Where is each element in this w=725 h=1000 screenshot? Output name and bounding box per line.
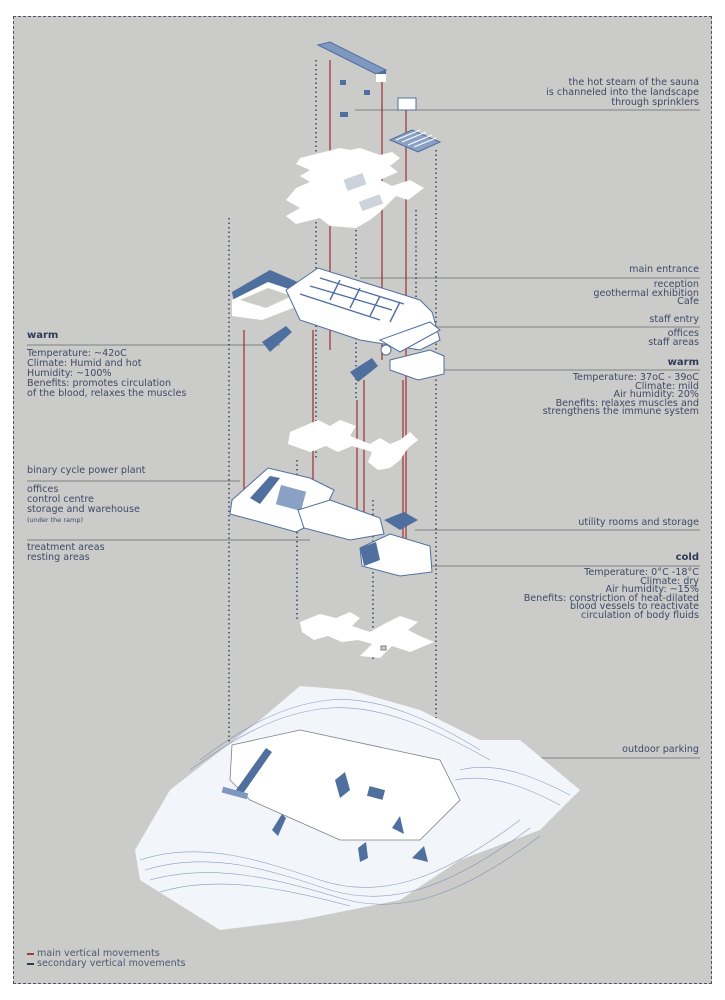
- label-reception: reception geothermal exhibition Cafe: [593, 279, 699, 307]
- label-heading: cold: [675, 552, 699, 563]
- label-parking: outdoor parking: [622, 745, 699, 755]
- label-treatment: treatment areas resting areas: [27, 543, 105, 563]
- label-line: Temperature: ~42oC: [27, 348, 127, 359]
- label-line: blood vessels to reactivate: [570, 601, 699, 612]
- label-line: Humidity: ~100%: [27, 368, 112, 379]
- legend-item-main: main vertical movements: [27, 949, 185, 959]
- label-line: Temperature: 37oC - 39oC: [572, 372, 699, 383]
- label-line: Climate: mild: [635, 380, 699, 392]
- label-line: outdoor parking: [622, 744, 699, 755]
- label-line: staff areas: [648, 336, 699, 348]
- label-line: offices: [667, 328, 699, 339]
- ground-floor: [232, 267, 445, 382]
- label-line: Benefits: promotes circulation: [27, 378, 172, 389]
- label-line: offices: [27, 484, 59, 495]
- label-line: storage and warehouse: [27, 504, 140, 515]
- label-line: staff entry: [649, 314, 699, 325]
- label-utility: utility rooms and storage: [578, 518, 699, 528]
- dark-line-swatch-icon: [27, 963, 34, 965]
- label-offices-staff: offices staff areas: [648, 328, 699, 348]
- label-heading: warm: [667, 357, 699, 368]
- roof-plate: [286, 148, 424, 228]
- label-line: utility rooms and storage: [578, 517, 699, 528]
- label-line: resting areas: [27, 552, 90, 563]
- label-line: Climate: dry: [640, 575, 699, 587]
- label-line: geothermal exhibition: [593, 287, 699, 299]
- intermediate-plate-1: [288, 420, 418, 470]
- label-line: Temperature: 0°C -18°C: [584, 567, 699, 578]
- legend-item-secondary: secondary vertical movements: [27, 959, 185, 969]
- label-main-entrance: main entrance: [629, 265, 699, 275]
- intermediate-plate-2: [300, 612, 434, 658]
- label-line: through sprinklers: [611, 97, 699, 108]
- label-warm-right: warm Temperature: 37oC - 39oC Climate: m…: [543, 358, 699, 417]
- label-line: of the blood, relaxes the muscles: [27, 388, 187, 399]
- label-line: Cafe: [677, 296, 699, 307]
- label-line: reception: [653, 279, 699, 290]
- label-line: the hot steam of the sauna: [568, 77, 700, 88]
- label-line: Climate: Humid and hot: [27, 358, 142, 369]
- label-heading: warm: [27, 330, 59, 341]
- red-line-swatch-icon: [27, 953, 34, 955]
- label-note: (under the ramp): [27, 516, 84, 524]
- label-line: treatment areas: [27, 542, 105, 553]
- label-line: Benefits: relaxes muscles and: [555, 397, 699, 409]
- label-line: main entrance: [629, 264, 699, 275]
- legend-label: main vertical movements: [37, 948, 160, 959]
- label-line: Benefits: constriction of heat-dilated: [523, 592, 699, 604]
- label-line: circulation of body fluids: [581, 609, 699, 621]
- label-power-plant: binary cycle power plant: [27, 466, 145, 476]
- label-staff-entry: staff entry: [649, 315, 699, 325]
- label-line: strengthens the immune system: [542, 406, 699, 417]
- label-sauna-steam: the hot steam of the sauna is channeled …: [546, 78, 699, 108]
- label-line: Air humidity: 20%: [613, 389, 700, 400]
- terrain-site: [135, 686, 580, 930]
- label-warm-left: warm Temperature: ~42oC Climate: Humid a…: [27, 331, 186, 399]
- legend: main vertical movements secondary vertic…: [27, 949, 185, 969]
- roof-elements: [316, 41, 442, 153]
- lower-floor: [229, 467, 433, 577]
- label-line: binary cycle power plant: [27, 465, 146, 476]
- legend-label: secondary vertical movements: [37, 958, 186, 969]
- label-cold: cold Temperature: 0°C -18°C Climate: dry…: [524, 553, 699, 620]
- label-line: Air humidity: ~15%: [605, 584, 699, 595]
- label-line: control centre: [27, 494, 94, 505]
- label-line: is channeled into the landscape: [546, 87, 699, 98]
- label-offices-control: offices control centre storage and wareh…: [27, 485, 140, 525]
